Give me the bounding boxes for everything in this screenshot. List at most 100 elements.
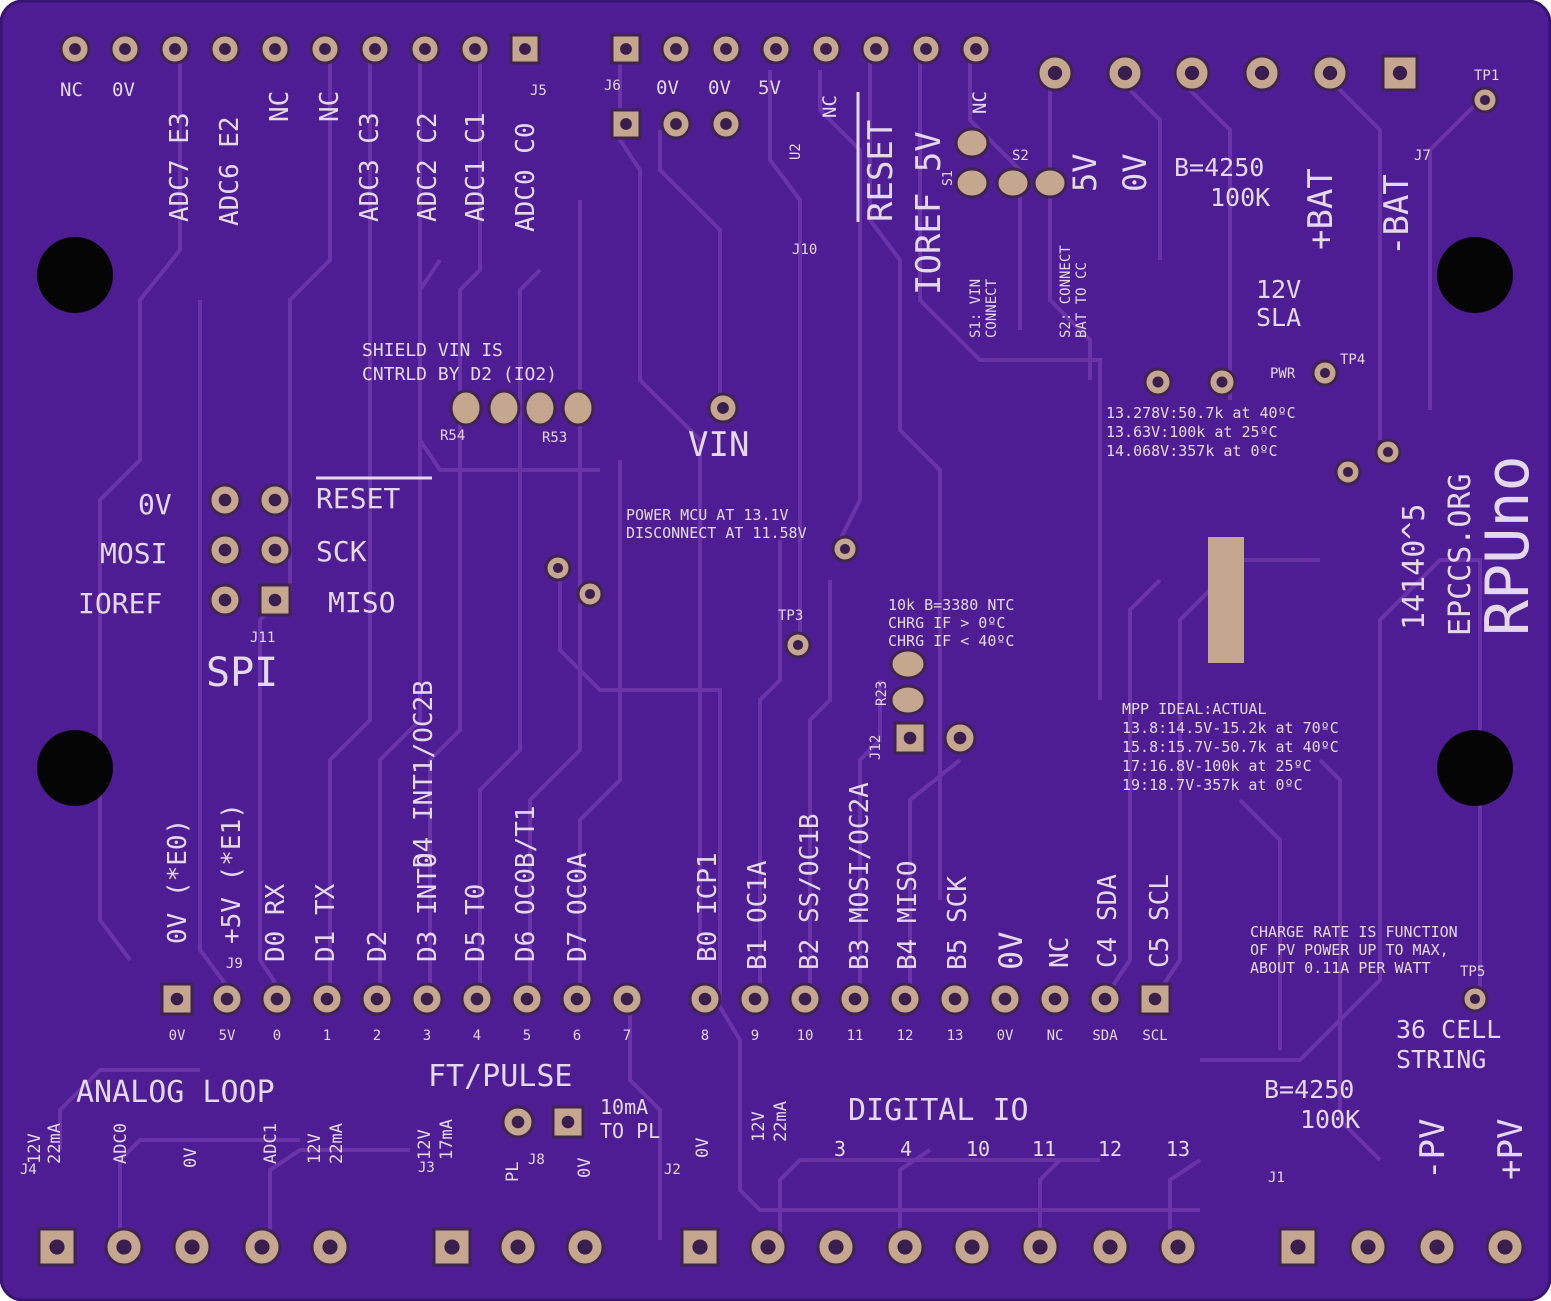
vin-label: VIN — [688, 425, 749, 465]
pad-hole — [1392, 65, 1408, 81]
j6-ref: J6 — [604, 78, 621, 94]
j4-ref: J4 — [20, 1162, 37, 1178]
spi-ref: J11 — [250, 630, 275, 646]
pad-hole — [116, 1239, 132, 1255]
j2-signal-label: 0V — [992, 931, 1030, 970]
label-0v-right: 0V — [1116, 153, 1154, 192]
j3-ref: J3 — [418, 1160, 435, 1176]
j2-pin-number: 13 — [947, 1028, 964, 1044]
pad-hole — [169, 43, 181, 55]
thermistor-b-bot: B=4250 — [1264, 1075, 1354, 1104]
pwr-label: PWR — [1270, 366, 1296, 382]
j2-signal-label: B3 MOSI/OC2A — [845, 782, 875, 970]
shield-note-line2: CNTRLD BY D2 (IO2) — [362, 364, 557, 385]
j9-pin-number: 5 — [523, 1028, 531, 1044]
pad-hole — [698, 992, 712, 1006]
pad-hole — [254, 1239, 270, 1255]
j1-ref: J1 — [1268, 1170, 1285, 1186]
j4-voltage: 12V — [25, 1133, 45, 1164]
pad-hole — [510, 1239, 526, 1255]
spi-right-sck: SCK — [316, 535, 367, 568]
s2-pad — [1032, 167, 1068, 199]
ntc-note-2: CHRG IF > 0ºC — [888, 614, 1005, 632]
cell-note-2: STRING — [1396, 1045, 1486, 1074]
analog-22ma: 22mA — [327, 1123, 347, 1164]
pad-hole — [519, 43, 531, 55]
pad-hole — [370, 992, 384, 1006]
smd-component-pad — [1208, 537, 1244, 663]
mounting-holes — [37, 237, 1513, 806]
resistor-pad — [561, 389, 595, 427]
pad-hole — [670, 43, 682, 55]
pad-hole — [760, 1239, 776, 1255]
pad-hole — [1048, 992, 1062, 1006]
j5-signal-label: ADC3 C3 — [355, 112, 385, 222]
pad-hole — [269, 43, 281, 55]
therm-note-3: 14.068V:357k at 0ºC — [1106, 442, 1278, 460]
pad-hole — [1290, 1239, 1306, 1255]
r23-ref: R23 — [874, 681, 890, 706]
mpp-note-1: 13.8:14.5V-15.2k at 70ºC — [1122, 719, 1339, 737]
pad-hole — [1382, 446, 1394, 458]
pad-hole — [692, 1239, 708, 1255]
j2-pin-number: 0V — [997, 1028, 1014, 1044]
dio-pin-3: 3 — [834, 1137, 846, 1161]
charge-note-1: CHARGE RATE IS FUNCTION — [1250, 923, 1458, 941]
pad-hole — [1360, 1239, 1376, 1255]
board-website: EPCCS.ORG — [1443, 473, 1478, 636]
mount-hole-ml — [37, 730, 113, 806]
j6-label-5v: 5V — [758, 77, 781, 99]
mount-hole-tl — [37, 237, 113, 313]
ntc-note-1: 10k B=3380 NTC — [888, 596, 1014, 614]
pl-label: PL — [503, 1162, 523, 1182]
bat-minus-label: -BAT — [1377, 174, 1417, 256]
pad-hole — [1102, 1239, 1118, 1255]
j5-pin-label-0v: 0V — [112, 79, 135, 101]
analog-adc1: ADC1 — [261, 1123, 281, 1164]
analog-adc0: ADC0 — [111, 1123, 131, 1164]
j5-signal-label: ADC0 C0 — [511, 122, 541, 232]
cell-note-1: 36 CELL — [1396, 1015, 1501, 1044]
dio-pin-11: 11 — [1032, 1137, 1056, 1161]
j4-pin — [37, 1227, 77, 1267]
u2-ref: U2 — [788, 143, 804, 160]
j2-signal-label: B0 ICP1 — [693, 852, 723, 962]
pad-hole — [268, 593, 282, 607]
analog-0v: 0V — [181, 1148, 201, 1168]
j2-signal-label: B4 MISO — [893, 860, 923, 970]
s2-note-line2: BAT TO CC — [1074, 262, 1090, 338]
pad-hole — [953, 731, 967, 745]
pad-hole — [1342, 466, 1354, 478]
j2-pin-number: 8 — [701, 1028, 709, 1044]
pad-hole — [717, 402, 729, 414]
tp5-ref: TP5 — [1460, 964, 1485, 980]
pad-hole — [322, 1239, 338, 1255]
pad-hole — [268, 493, 282, 507]
analog-12v: 12V — [305, 1133, 325, 1164]
sla-voltage: 12V — [1256, 275, 1301, 304]
pad-hole — [184, 1239, 200, 1255]
j5-pin-label-nc: NC — [60, 79, 83, 101]
pad-hole — [848, 992, 862, 1006]
j9-pin-number: 3 — [423, 1028, 431, 1044]
pad-hole — [369, 43, 381, 55]
j2-pin-number: 10 — [797, 1028, 814, 1044]
pad-hole — [748, 992, 762, 1006]
s1-ref: S1 — [941, 170, 956, 186]
pad-hole — [1216, 376, 1228, 388]
s1-note-line2: CONNECT — [984, 278, 1000, 338]
pad-hole — [270, 992, 284, 1006]
spi-right-reset: RESET — [316, 482, 400, 515]
pad-hole — [620, 118, 632, 130]
j2-signal-label: C4 SDA — [1093, 874, 1123, 968]
pad-hole — [218, 493, 232, 507]
s2-note-line1: S2: CONNECT — [1058, 245, 1074, 338]
j9-signal-label: D2 — [363, 931, 393, 962]
j9-pin-number: 5V — [219, 1028, 236, 1044]
dio-pin-4: 4 — [900, 1137, 912, 1161]
digital-22ma: 22mA — [771, 1101, 791, 1142]
pad-hole — [798, 992, 812, 1006]
analog-loop-title: ANALOG LOOP — [76, 1075, 275, 1110]
j2-pin-number: 9 — [751, 1028, 759, 1044]
nc-label-s1: NC — [969, 91, 991, 114]
